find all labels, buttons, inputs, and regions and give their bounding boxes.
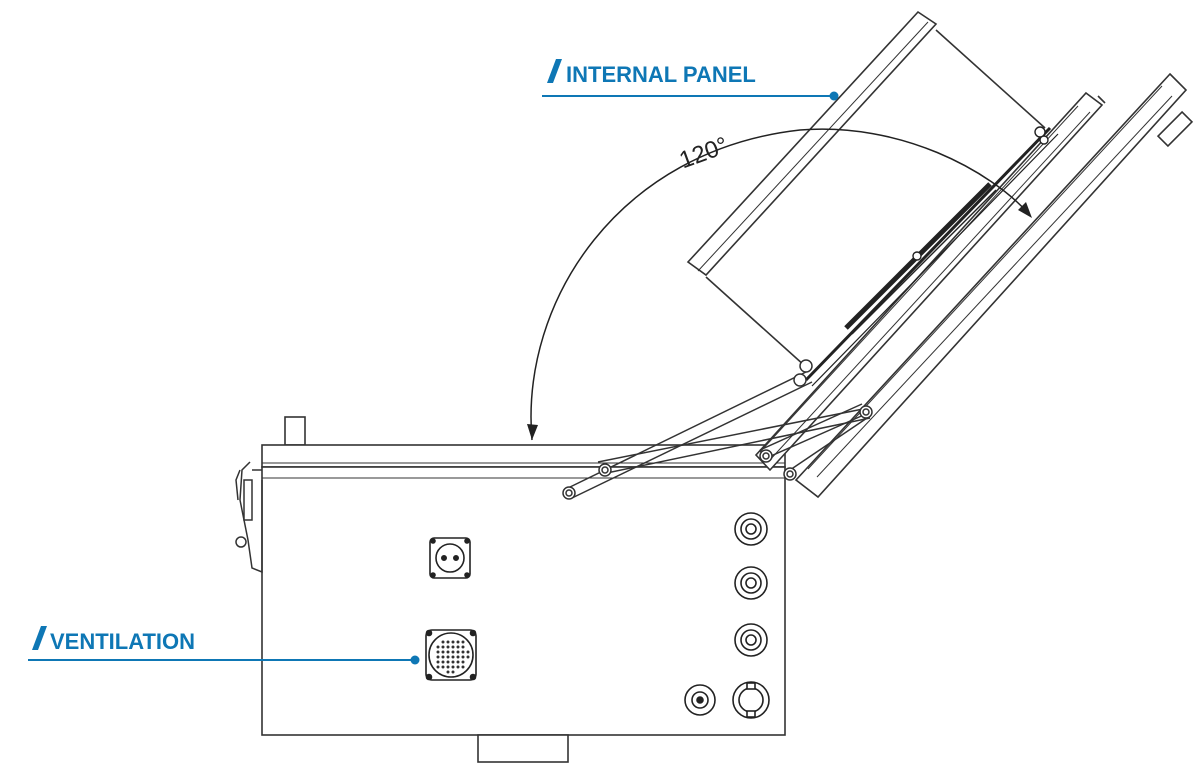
vent-hole <box>461 665 465 669</box>
round-connectors <box>684 512 770 719</box>
arc-arrowhead-bottom <box>527 424 538 440</box>
vent-hole <box>466 650 470 654</box>
angle-label: 120° <box>676 132 732 174</box>
round-connector-1 <box>734 512 768 546</box>
internal-panel <box>686 10 1046 367</box>
vent-hole <box>461 655 465 659</box>
vent-hole <box>436 645 440 649</box>
case-bottom-foot <box>477 734 569 763</box>
vent-hole <box>451 660 455 664</box>
vent-hole <box>436 655 440 659</box>
opening-angle-arc <box>527 128 1032 441</box>
vent-hole <box>436 665 440 669</box>
vent-hole <box>456 660 460 664</box>
callout-ventilation-dot <box>410 655 420 665</box>
case-top-knob <box>284 416 306 446</box>
hinge-linkage <box>562 359 873 500</box>
vent-hole <box>456 655 460 659</box>
case-lid-strip <box>261 444 786 468</box>
vent-hole <box>451 670 455 674</box>
side-latch <box>235 461 263 574</box>
vent-hole <box>451 655 455 659</box>
vent-hole <box>456 665 460 669</box>
middle-panel <box>754 91 1106 472</box>
vent-hole <box>446 650 450 654</box>
vent-hole <box>456 640 460 644</box>
vent-hole <box>461 660 465 664</box>
vent-hole <box>436 650 440 654</box>
vent-hole <box>451 665 455 669</box>
gas-strut <box>804 126 1059 387</box>
vent-hole <box>446 670 450 674</box>
round-connector-2 <box>734 566 768 600</box>
vent-hole <box>461 640 465 644</box>
vent-hole <box>461 650 465 654</box>
vent-hole <box>461 645 465 649</box>
arc-arrowhead-right <box>1018 202 1032 218</box>
vent-hole <box>441 645 445 649</box>
vent-hole <box>446 665 450 669</box>
vent-hole <box>451 640 455 644</box>
vent-hole <box>451 645 455 649</box>
vent-hole <box>441 650 445 654</box>
vent-hole <box>446 645 450 649</box>
callout-internal-panel-label: INTERNAL PANEL <box>566 62 756 87</box>
vent-hole <box>466 655 470 659</box>
callout-slash-mark <box>32 626 47 650</box>
small-square-connector <box>429 537 471 579</box>
vent-hole <box>441 660 445 664</box>
ventilation-holes <box>436 640 470 674</box>
small-round-connector <box>684 684 716 716</box>
vent-hole <box>446 660 450 664</box>
vent-hole <box>446 655 450 659</box>
vent-hole <box>456 650 460 654</box>
vent-hole <box>451 650 455 654</box>
vent-hole <box>441 640 445 644</box>
ventilation-grille <box>425 629 477 681</box>
callout-ventilation-label: VENTILATION <box>50 629 195 654</box>
vent-hole <box>441 665 445 669</box>
callout-slash-mark <box>547 59 562 83</box>
callout-internal-panel-dot <box>829 91 839 101</box>
round-connector-3 <box>734 623 768 657</box>
vent-hole <box>456 645 460 649</box>
vent-hole <box>436 660 440 664</box>
round-connector-4 <box>732 681 770 719</box>
vent-hole <box>441 655 445 659</box>
callout-internal-panel: INTERNAL PANEL <box>542 59 839 101</box>
outer-cover-panel <box>794 72 1194 499</box>
callout-ventilation: VENTILATION <box>28 626 420 665</box>
vent-hole <box>446 640 450 644</box>
